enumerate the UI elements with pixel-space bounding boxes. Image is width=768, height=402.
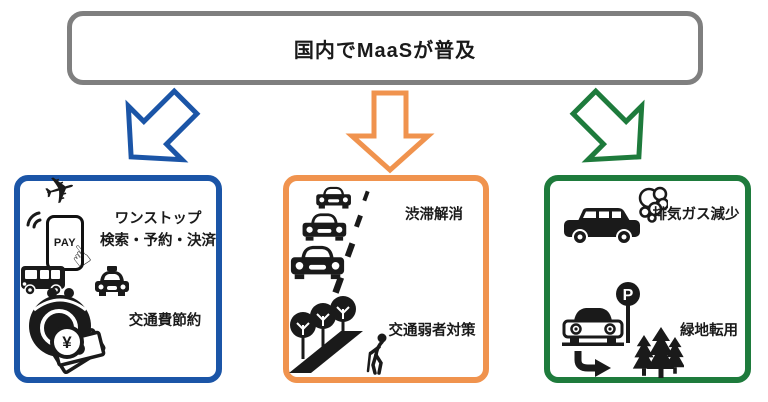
label-cost-saving: 交通費節約 [128,313,202,329]
title-box: 国内でMaaSが普及 [67,11,703,85]
traffic-jam-icon [290,186,370,294]
label-congestion-relief: 渋滞解消 [405,207,463,223]
parked-car-icon [562,308,624,346]
transport-cost-saving-purse-icon: ¥ [29,288,106,375]
label-green-conversion: 緑地転用 [680,323,738,339]
label-one-stop: ワンストップ 検索・予約・決済 [100,211,216,249]
down-arrow-icon [344,90,436,174]
taxi-icon [95,266,129,296]
exhaust-gas-car-icon [564,186,668,245]
card-environment-benefits: 排気ガス減少 P [544,175,751,383]
parking-to-greenery-icon: P [562,282,684,378]
down-left-arrow-icon [96,68,220,192]
card-traffic-benefits: 渋滞解消 [283,175,489,383]
lane-dashes [332,190,370,294]
parking-sign-letter: P [623,287,634,304]
airplane-icon: ✈ [38,164,82,216]
signal-waves-icon [26,211,42,229]
smoke-cloud-icon [638,186,668,223]
label-vulnerable-travelers: 交通弱者対策 [388,323,476,339]
card-user-benefits: ✈ PAY ☝ [14,164,222,383]
pine-trees-icon [632,327,684,378]
smartphone-icon: PAY [46,215,84,271]
curved-arrow-icon [574,351,611,377]
one-stop-mobility-booking-icon: ✈ PAY ☝ [20,164,136,305]
page-title: 国内でMaaSが普及 [293,39,477,62]
accessible-walkway-icon [289,296,387,375]
down-right-arrow-icon [550,68,674,192]
yen-symbol: ¥ [62,333,72,352]
elderly-walker-icon [366,333,387,375]
label-exhaust-reduction: 排気ガス減少 [652,207,740,223]
pay-label: PAY [53,237,77,249]
